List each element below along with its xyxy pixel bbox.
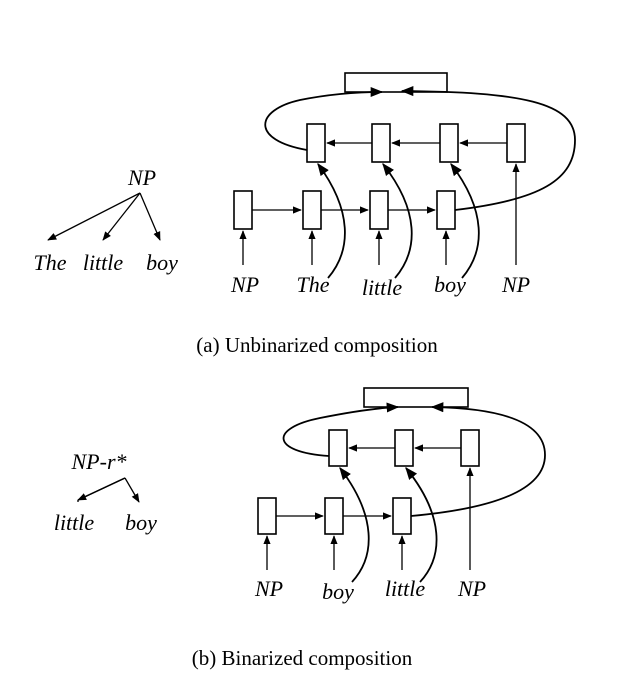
backward-to-output-curve: [264, 86, 384, 151]
tree-a-edge: [139, 192, 161, 241]
tree-a-leaf: The: [34, 250, 67, 275]
backward-input-curve: [450, 162, 480, 279]
composed-output-box: [344, 72, 448, 93]
caption-a: (a) Unbinarized composition: [196, 333, 438, 357]
tree-a-edge: [47, 192, 141, 241]
backward-input-curve: [405, 467, 438, 583]
backward-lstm-cell: [371, 123, 391, 163]
backward-lstm-cell: [506, 123, 526, 163]
input-label: NP: [230, 272, 259, 297]
backward-lstm-cell: [328, 429, 348, 467]
input-label: little: [362, 275, 403, 300]
forward-lstm-cell: [233, 190, 253, 230]
input-label: boy: [434, 272, 466, 297]
input-label: NP: [457, 576, 486, 601]
tree-b-edge: [77, 477, 126, 501]
tree-a-leaf: little: [83, 250, 124, 275]
input-label: boy: [322, 579, 354, 604]
tree-a-leaf: boy: [146, 250, 178, 275]
forward-lstm-cell: [369, 190, 389, 230]
composed-output-box: [363, 387, 469, 408]
backward-lstm-cell: [306, 123, 326, 163]
backward-input-curve: [382, 163, 413, 279]
panel-b: NP-r* little boy: [54, 387, 546, 670]
forward-lstm-cell: [436, 190, 456, 230]
backward-lstm-cell: [439, 123, 459, 163]
tree-b-root: NP-r*: [71, 449, 127, 474]
forward-lstm-cell: [392, 497, 412, 535]
tree-b-leaf: boy: [125, 510, 157, 535]
backward-to-output-curve: [282, 402, 400, 457]
tree-a-root: NP: [127, 165, 156, 190]
tree-b-edge: [124, 477, 140, 503]
forward-lstm-cell: [324, 497, 344, 535]
input-label: NP: [501, 272, 530, 297]
backward-lstm-cell: [394, 429, 414, 467]
forward-to-output-curve: [410, 402, 546, 517]
tree-a: NP The little boy: [34, 165, 179, 275]
forward-to-output-curve: [400, 86, 576, 211]
caption-b: (b) Binarized composition: [192, 646, 413, 670]
backward-lstm-cell: [460, 429, 480, 467]
backward-input-curve: [339, 466, 370, 583]
forward-lstm-cell: [302, 190, 322, 230]
panel-a: NP The little boy: [34, 72, 576, 357]
tree-a-edge: [102, 192, 141, 241]
backward-input-curve: [317, 162, 346, 279]
forward-lstm-cell: [257, 497, 277, 535]
tree-b-leaf: little: [54, 510, 95, 535]
tree-b: NP-r* little boy: [54, 449, 157, 535]
input-label: NP: [254, 576, 283, 601]
input-label: The: [297, 272, 330, 297]
input-label: little: [385, 576, 426, 601]
